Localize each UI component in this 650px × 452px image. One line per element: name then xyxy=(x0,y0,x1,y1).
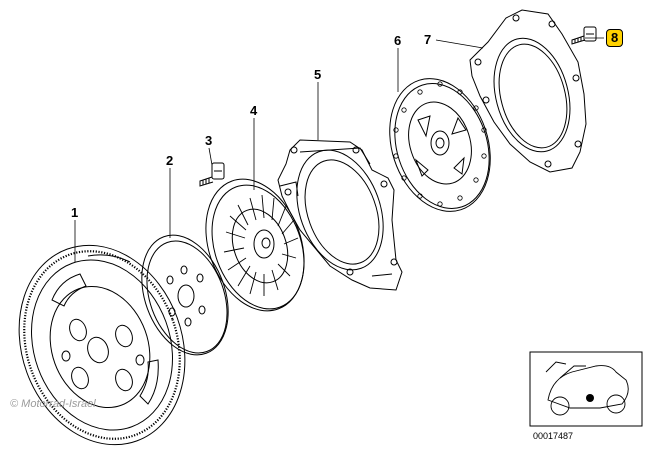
callout-3: 3 xyxy=(205,133,213,148)
location-marker-icon xyxy=(586,394,594,402)
callout-5: 5 xyxy=(314,67,322,82)
leader-lines xyxy=(74,37,604,262)
flex-plate-part xyxy=(141,234,229,356)
cover-plate-part xyxy=(469,9,587,173)
pressure-plate-part xyxy=(277,139,403,291)
catalog-number: 00017487 xyxy=(533,431,574,441)
bolt-part xyxy=(199,162,225,187)
callout-1: 1 xyxy=(71,205,79,220)
flywheel-part xyxy=(18,244,186,446)
clutch-disc-part xyxy=(205,178,305,312)
callout-4: 4 xyxy=(250,103,258,118)
callout-7: 7 xyxy=(424,32,432,47)
small-bolt-part xyxy=(571,26,597,45)
callout-8-highlighted[interactable]: 8 xyxy=(606,29,624,47)
motorcycle-thumbnail xyxy=(529,351,643,427)
watermark: © Motorrad-Israel xyxy=(10,398,96,410)
intermediate-plate-part xyxy=(389,78,491,212)
callout-6: 6 xyxy=(394,33,402,48)
callout-2: 2 xyxy=(166,153,174,168)
